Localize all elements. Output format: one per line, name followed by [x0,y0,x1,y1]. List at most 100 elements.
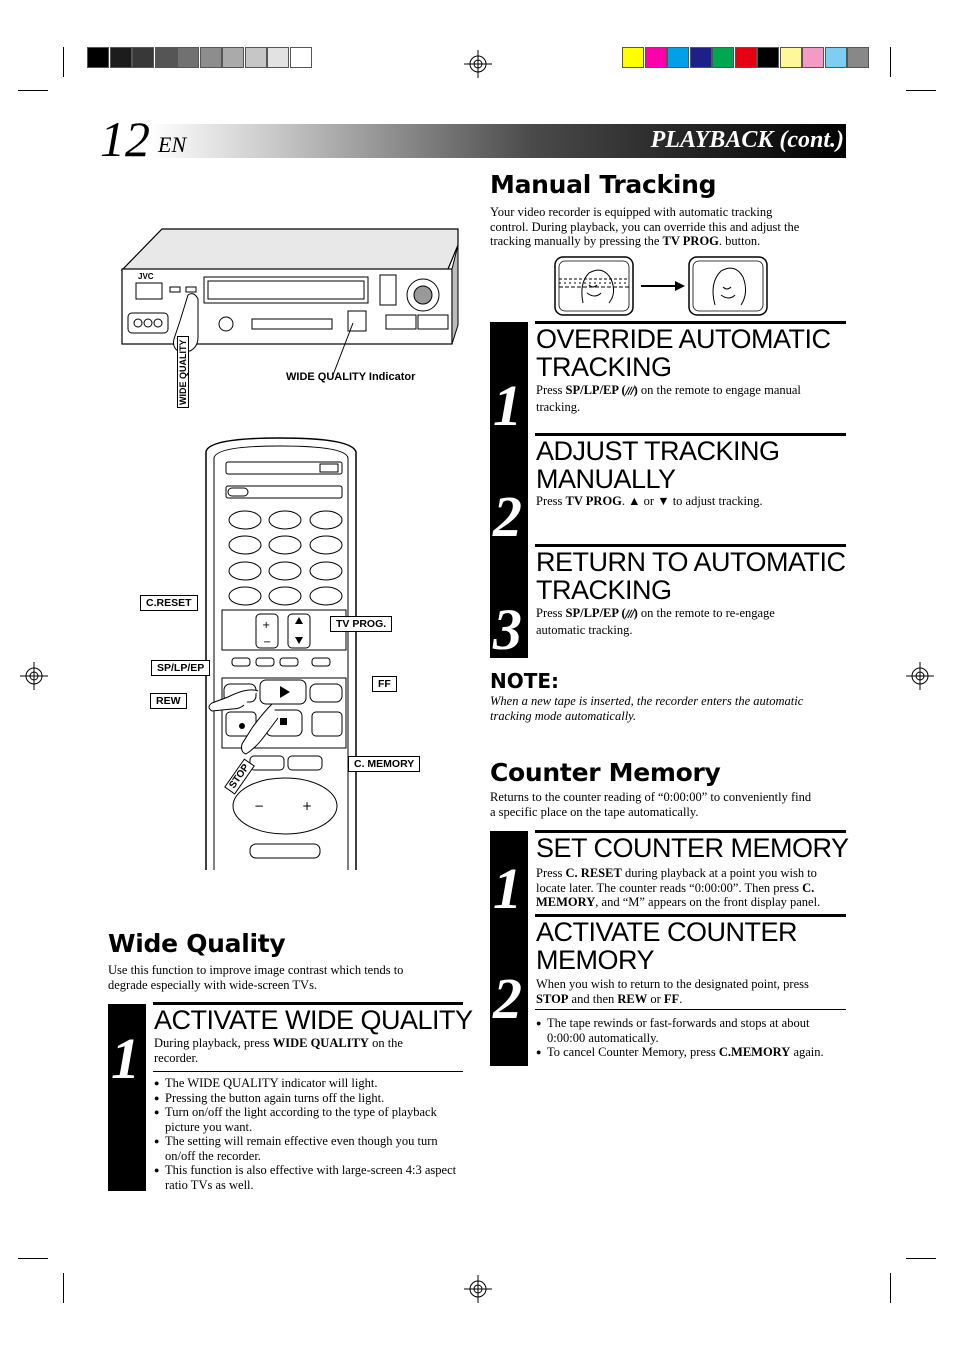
vcr-illustration [120,228,459,376]
sp-lp-ep-label: SP/LP/EP [151,660,211,676]
step-number: 3 [493,597,522,662]
step-rule-thin [153,1071,463,1072]
step-number: 1 [493,856,522,921]
gray-swatch [244,47,267,68]
step-number: 2 [493,966,522,1031]
color-swatch [847,47,869,68]
gray-swatch [109,47,132,68]
step-rule-thin [535,1009,846,1010]
color-swatch [734,47,757,68]
gray-swatch [267,47,289,68]
step-heading: SET COUNTER MEMORY [536,833,849,863]
c-memory-label: C. MEMORY [348,756,421,772]
gray-swatch [87,47,109,68]
vcr-brand-logo: JVC [138,272,154,281]
page-language: EN [158,132,187,157]
tracking-step-bar [490,322,528,658]
step-rule [535,914,846,917]
header-bar [150,124,846,158]
gray-swatch [199,47,222,68]
counter-memory-title: Counter Memory [490,758,721,787]
color-swatch [667,47,689,68]
tv-prog-label: TV PROG. [330,616,393,632]
step-text: When you wish to return to the designate… [536,977,809,1006]
registration-target-icon [906,662,934,690]
gray-swatch [132,47,154,68]
step-number: 1 [111,1026,140,1091]
bullet-item: The setting will remain effective even t… [154,1134,464,1163]
step-number: 2 [493,484,522,549]
manual-tracking-title: Manual Tracking [490,170,717,199]
registration-target-icon [464,1275,492,1303]
wide-quality-bullets: The WIDE QUALITY indicator will light. P… [154,1076,464,1192]
remote-illustration: + − − + [205,437,357,870]
registration-target-icon [20,662,48,690]
c-reset-label: C.RESET [140,595,198,611]
crop-mark [906,90,936,91]
counter-memory-bullets: The tape rewinds or fast-forwards and st… [536,1016,846,1060]
crop-mark [890,1273,891,1303]
bullet-item: The tape rewinds or fast-forwards and st… [536,1016,846,1045]
color-swatch [779,47,802,68]
crop-mark [63,47,64,77]
color-swatch [712,47,734,68]
step-text: Press C. RESET during playback at a poin… [536,866,821,909]
note-text: When a new tape is inserted, the recorde… [490,694,804,723]
color-swatch [757,47,779,68]
ff-label: FF [372,676,397,692]
step-text: Press TV PROG. ▲ or ▼ to adjust tracking… [536,494,763,508]
step-text: Press SP/LP/EP (∕∕∕) on the remote to en… [536,383,801,414]
speed-icon: ∕∕∕ [625,609,635,620]
rew-label: REW [150,693,187,709]
svg-text:+: + [262,620,270,631]
gray-swatch [289,47,312,68]
gray-swatch [177,47,199,68]
intro-line: control. During playback, you can overri… [490,219,800,234]
svg-text:−: − [254,799,264,813]
intro-line: Your video recorder is equipped with aut… [490,205,773,219]
step-rule [535,433,846,436]
crop-mark [18,1258,48,1259]
wide-quality-button-label: WIDE QUALITY [177,336,189,408]
crop-mark [18,90,48,91]
page-number: 12 [100,111,150,167]
gray-swatch [222,47,244,68]
note-title: NOTE: [490,669,560,693]
bullet-item: This function is also effective with lar… [154,1163,464,1192]
gray-swatch [154,47,177,68]
section-title: PLAYBACK (cont.) [650,127,844,153]
crop-mark [906,1258,936,1259]
color-swatch [802,47,824,68]
step-rule [535,544,846,547]
color-swatch [644,47,667,68]
bullet-item: The WIDE QUALITY indicator will light. [154,1076,464,1091]
counter-step-bar [490,831,528,1066]
intro-line: tracking manually by pressing the TV PRO… [490,234,761,248]
crop-mark [63,1273,64,1303]
step-rule [535,830,846,833]
color-swatch [622,47,644,68]
crop-mark [890,47,891,77]
color-swatch [689,47,712,68]
bullet-item: To cancel Counter Memory, press C.MEMORY… [536,1045,846,1060]
wide-quality-title: Wide Quality [108,929,286,958]
wide-quality-step-bar [108,1004,146,1191]
step-heading: ACTIVATE WIDE QUALITY [154,1005,473,1035]
wide-quality-intro: Use this function to improve image contr… [108,963,404,992]
color-swatch [824,47,847,68]
step-rule [153,1002,463,1005]
step-rule [535,321,846,324]
step-number: 1 [493,373,522,438]
step-text: During playback, press WIDE QUALITY on t… [154,1036,403,1065]
counter-memory-intro: Returns to the counter reading of “0:00:… [490,790,812,819]
registration-target-icon [464,50,492,78]
tracking-screens-illustration [554,256,768,316]
speed-icon: ∕∕∕ [625,386,635,397]
bullet-item: Turn on/off the light according to the t… [154,1105,464,1134]
svg-text:+: + [302,799,312,813]
manual-tracking-intro: Your video recorder is equipped with aut… [490,205,850,249]
